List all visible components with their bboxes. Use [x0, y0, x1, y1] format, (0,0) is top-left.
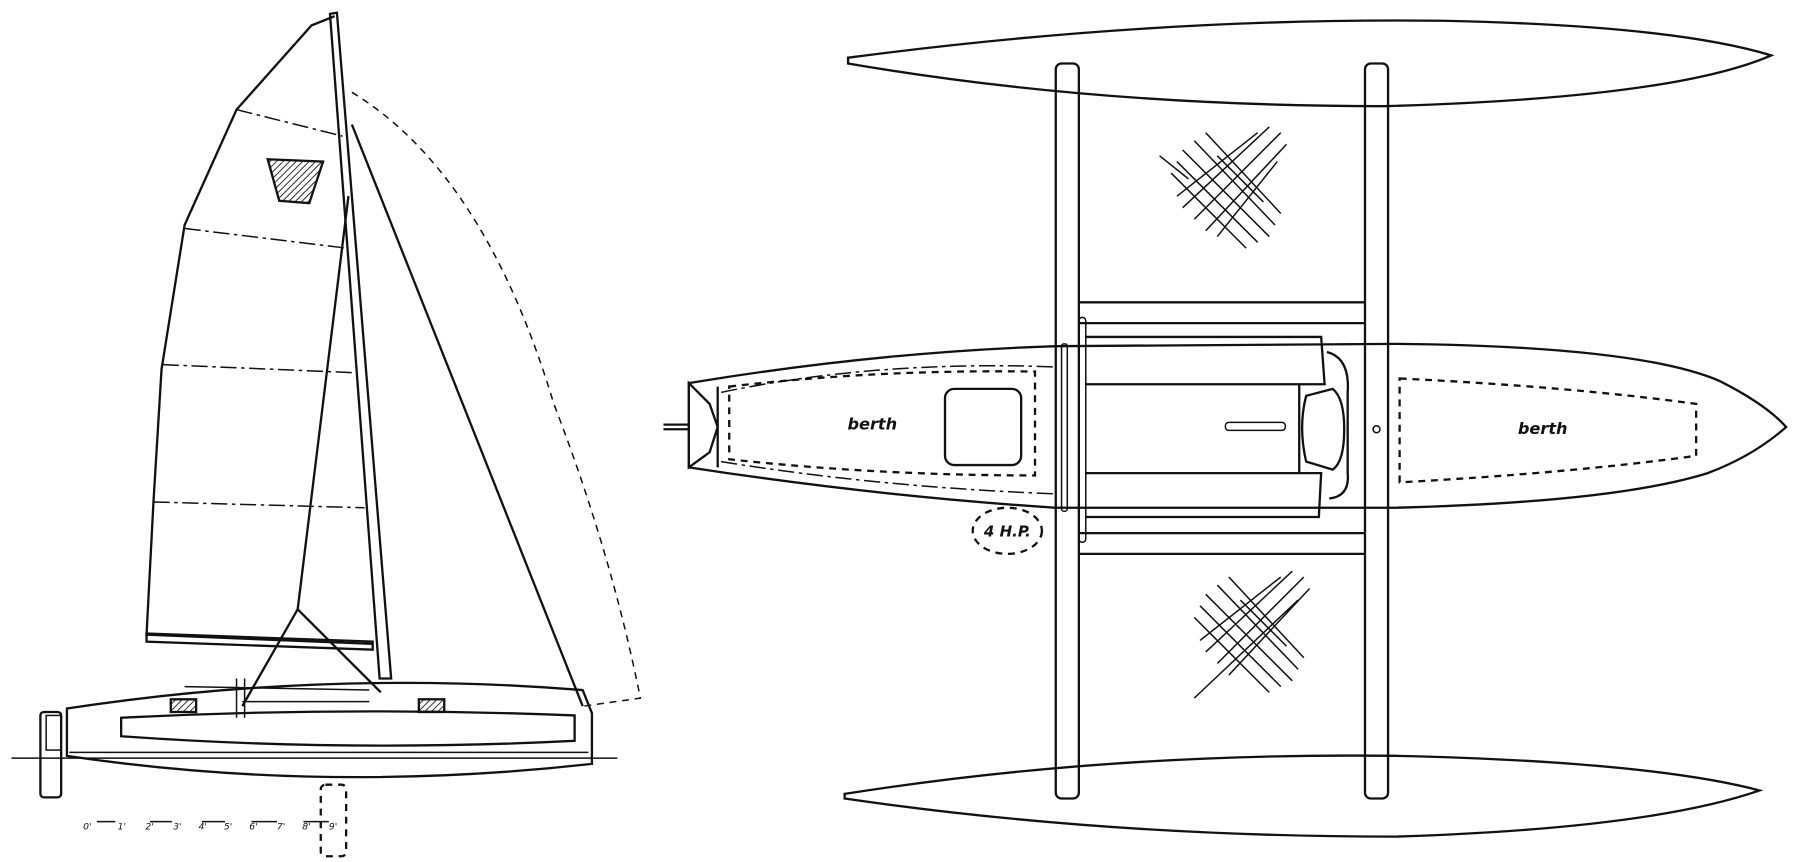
spinnaker	[351, 91, 642, 707]
cockpit-coaming	[184, 678, 370, 718]
trampoline-net-bottom	[1193, 570, 1311, 699]
traveler	[1060, 343, 1069, 512]
tiller	[663, 423, 689, 431]
scale-label: 3'	[173, 822, 181, 833]
scale-label: 5'	[224, 822, 232, 833]
sail-battens	[153, 108, 365, 509]
mast	[328, 11, 393, 680]
outboard	[45, 714, 62, 751]
berth-label-aft: berth	[847, 414, 897, 433]
daggerboard	[319, 783, 348, 858]
mast-step	[1224, 421, 1287, 432]
main-hull	[687, 342, 1788, 509]
float-side	[119, 710, 576, 747]
plan-view: berth berth 4 H.P.	[663, 19, 1788, 838]
scale-label: 4'	[198, 822, 206, 833]
port-window	[169, 698, 198, 714]
sail-insignia	[266, 158, 325, 205]
scale-label: 7'	[277, 822, 285, 833]
port-window	[417, 698, 446, 714]
traveler-track	[1078, 316, 1087, 544]
hatch	[943, 387, 1023, 467]
berth-fwd-outline	[1398, 377, 1698, 484]
cockpit	[1078, 301, 1365, 556]
engine-label: 4 H.P.	[983, 523, 1031, 541]
mainsail	[145, 15, 373, 646]
scale-label: 6'	[249, 822, 257, 833]
float-bottom	[843, 754, 1764, 838]
boom	[145, 632, 374, 651]
scale-label: 8'	[302, 822, 310, 833]
waterline	[11, 751, 618, 759]
scale-label: 9'	[329, 822, 337, 833]
transom	[687, 380, 719, 470]
jib	[241, 124, 584, 707]
scale-label: 0'	[83, 822, 91, 833]
berth-label-fwd: berth	[1518, 419, 1568, 438]
rudder	[39, 710, 63, 799]
scale-label: 2'	[145, 822, 153, 833]
fitting	[1372, 425, 1381, 434]
hull	[65, 681, 594, 779]
scale-label: 1'	[118, 822, 126, 833]
trampoline-net-top	[1159, 126, 1288, 249]
berth-aft-outline	[728, 370, 1037, 477]
float-top	[846, 19, 1775, 108]
scale-bar: 0' 1' 2' 3' 4' 5' 6' 7' 8' 9'	[83, 820, 337, 833]
engine-outline	[971, 506, 1044, 556]
side-elevation	[11, 11, 642, 858]
deck-edge	[721, 364, 1056, 495]
fwd-beam	[1363, 62, 1390, 800]
